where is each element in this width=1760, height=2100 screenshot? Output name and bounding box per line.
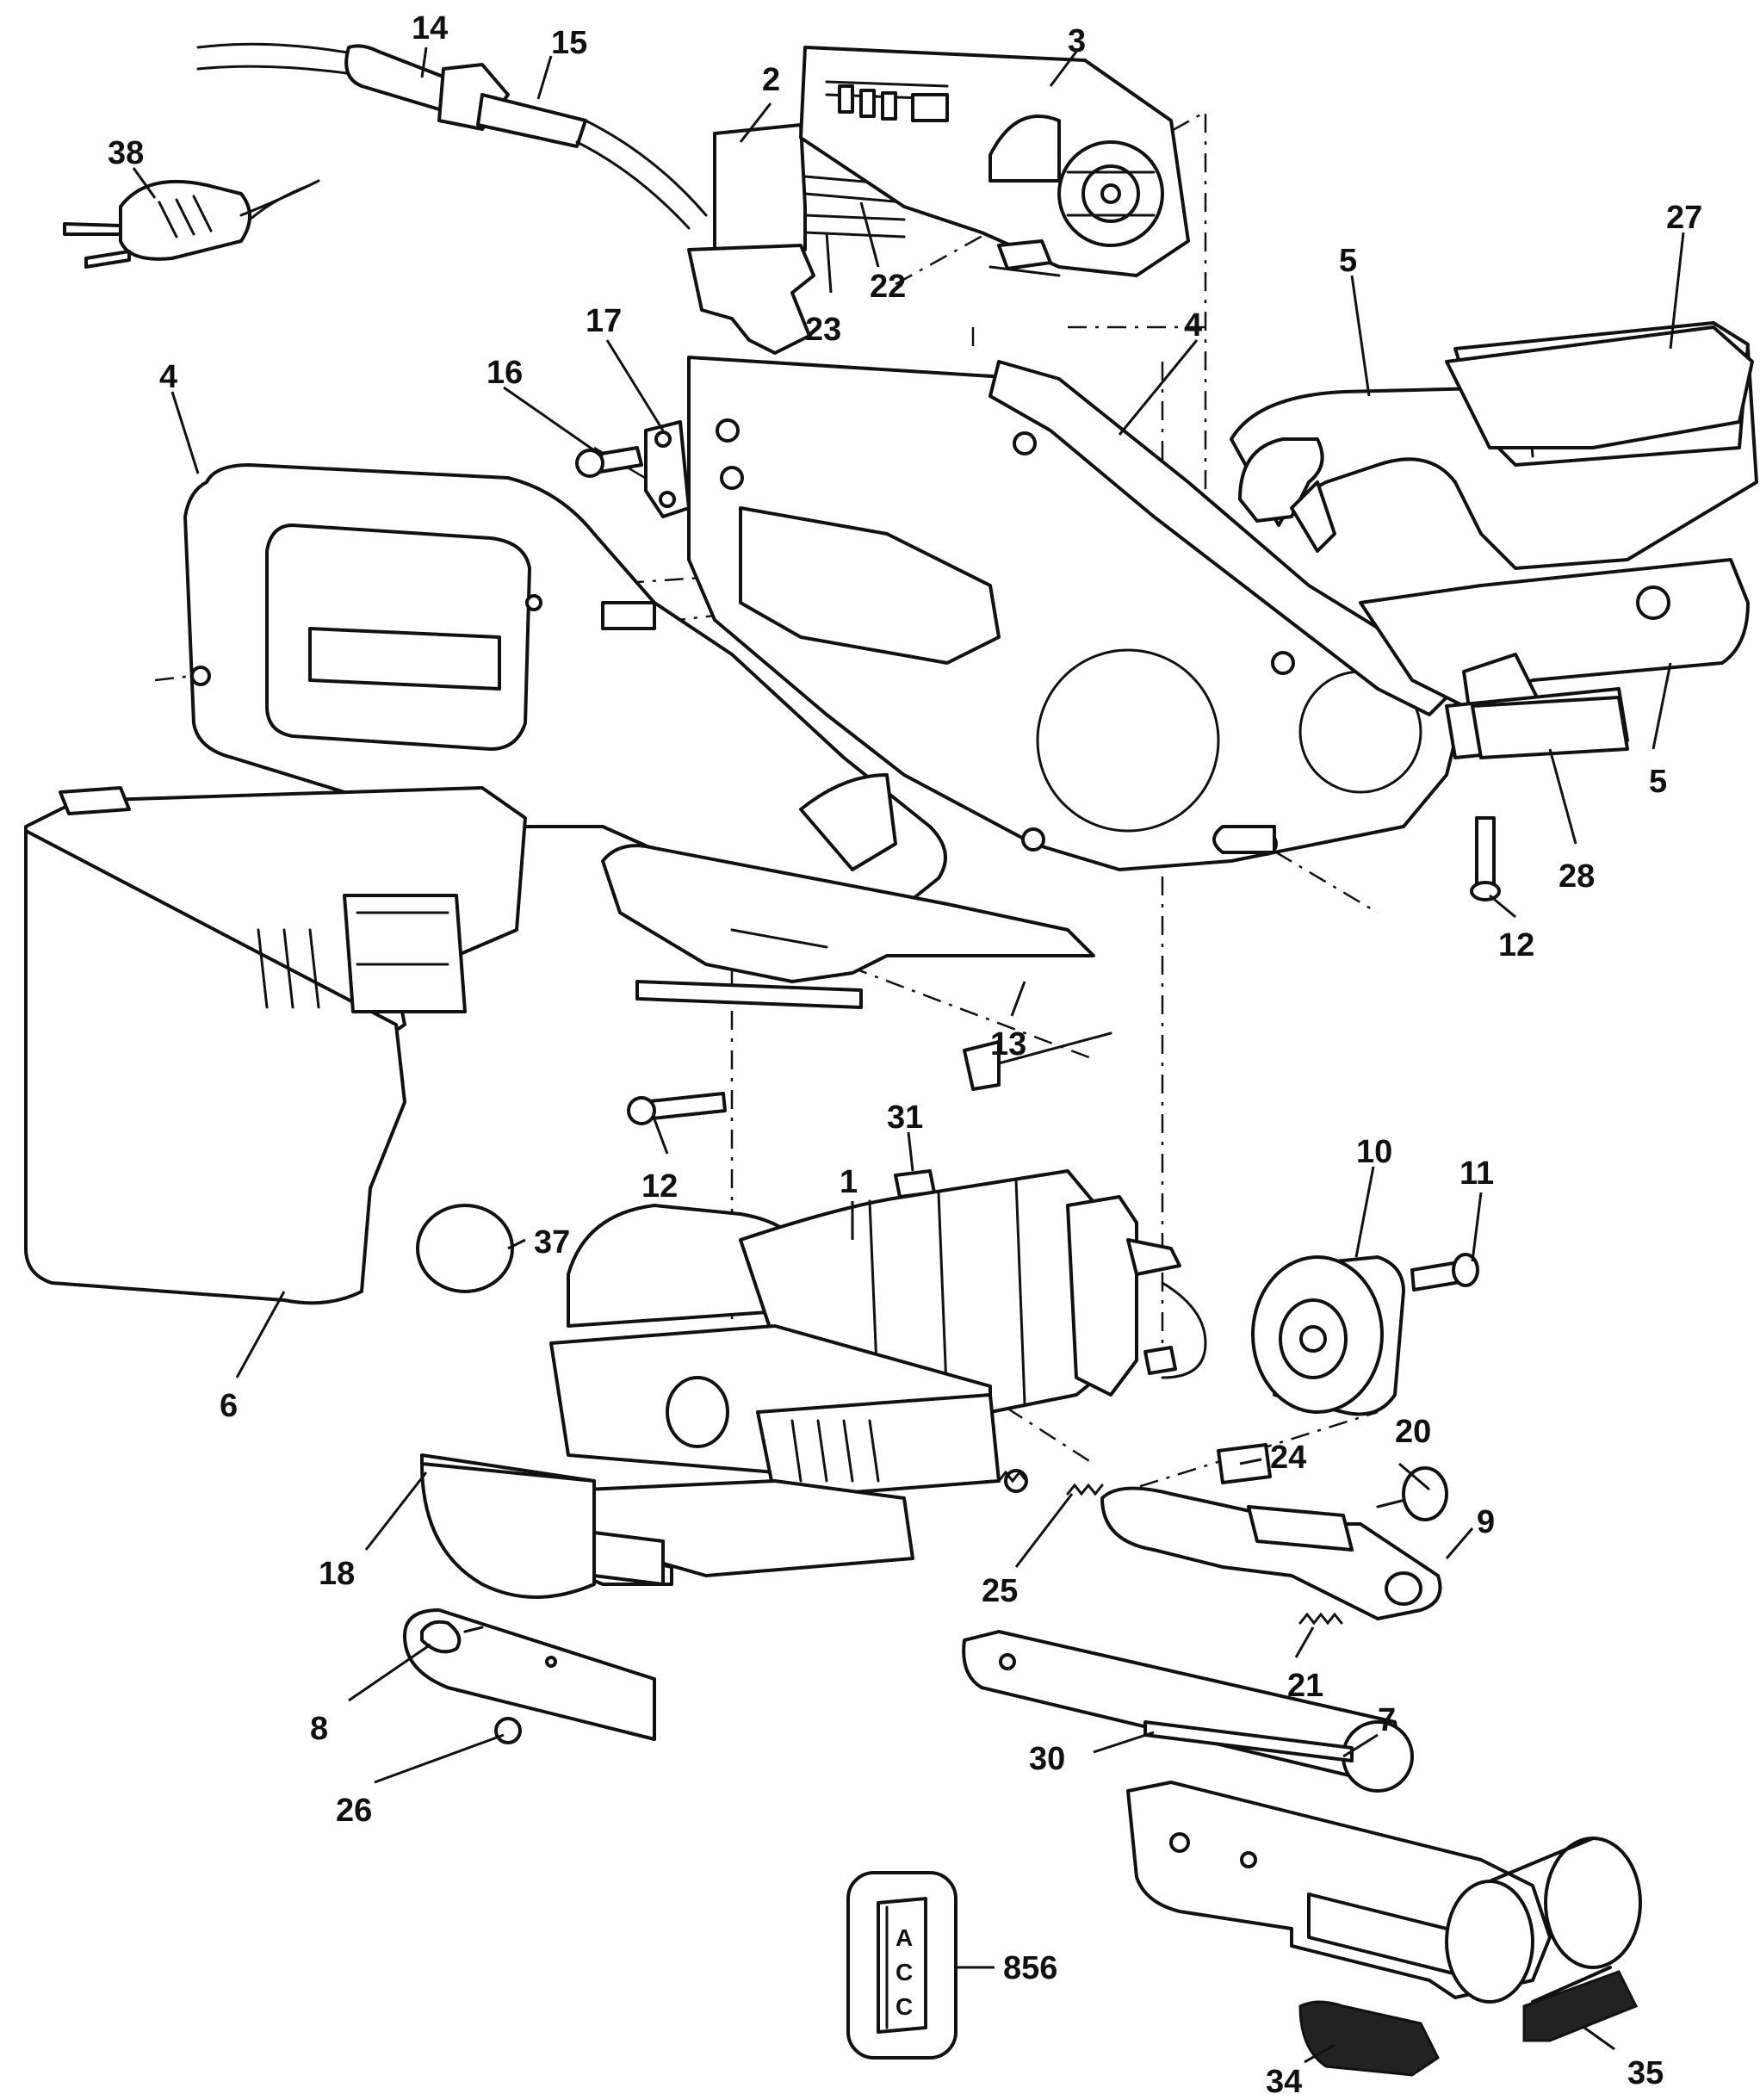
baffle-18 xyxy=(420,1453,673,1599)
callout-23: 23 xyxy=(805,312,841,348)
callout-28: 28 xyxy=(1559,858,1595,895)
screw-11 xyxy=(1410,1253,1479,1292)
drive-pulley xyxy=(1251,1255,1405,1416)
bracket-17 xyxy=(644,420,691,518)
callout-17: 17 xyxy=(586,303,622,339)
accessory-box-icon: A C C xyxy=(846,1871,957,2060)
platen-pad-30 xyxy=(1143,1720,1354,1762)
callout-21: 21 xyxy=(1287,1668,1323,1704)
housing-half-inner xyxy=(687,356,1466,871)
callout-10: 10 xyxy=(1356,1134,1392,1170)
callout-labels: 14 15 3 2 38 22 23 4 4 5 27 16 17 5 28 1… xyxy=(108,10,1702,2100)
callout-9: 9 xyxy=(1477,1504,1495,1540)
callout-22: 22 xyxy=(870,269,906,305)
terminals xyxy=(988,239,1061,277)
screw-12-left xyxy=(627,1092,727,1125)
callout-15: 15 xyxy=(551,25,587,61)
callout-3: 3 xyxy=(1068,23,1086,59)
callout-6: 6 xyxy=(220,1388,238,1424)
pad-34 xyxy=(1298,2000,1440,2077)
callout-4-left: 4 xyxy=(159,359,177,395)
callout-30: 30 xyxy=(1029,1741,1065,1777)
belt-cover xyxy=(1445,325,1754,449)
acc-letter-c1: C xyxy=(895,1959,913,1985)
callout-34: 34 xyxy=(1266,2064,1302,2100)
callout-5-top: 5 xyxy=(1339,243,1357,279)
round-label xyxy=(416,1204,514,1293)
callout-2: 2 xyxy=(762,62,780,98)
tension-knob xyxy=(1376,1466,1448,1521)
trigger-switch xyxy=(687,123,906,355)
motor-assembly xyxy=(549,1031,1207,1577)
screw-16 xyxy=(575,446,643,478)
lower-cover xyxy=(601,844,1095,1009)
callout-18: 18 xyxy=(319,1556,355,1592)
bottom-plate-28 xyxy=(1471,696,1629,759)
callout-1: 1 xyxy=(840,1164,858,1200)
screw-12-right xyxy=(1470,816,1501,901)
callout-4-center: 4 xyxy=(1184,307,1202,344)
callout-8: 8 xyxy=(310,1711,328,1747)
callout-5-right: 5 xyxy=(1649,764,1667,800)
pad-35 xyxy=(1522,1970,1639,2042)
dust-bag xyxy=(24,786,527,1305)
leader-lines xyxy=(132,46,1685,2064)
sanding-frame xyxy=(1126,1781,1642,2004)
tensioner-arm xyxy=(1100,1486,1442,1620)
callout-35: 35 xyxy=(1627,2055,1664,2091)
callout-12-left: 12 xyxy=(641,1168,678,1205)
acc-letter-c2: C xyxy=(895,1993,913,2020)
speed-control-board xyxy=(799,46,1190,277)
callout-26: 26 xyxy=(336,1793,372,1829)
callout-12-right: 12 xyxy=(1498,927,1534,963)
spring-21 xyxy=(1298,1612,1343,1626)
callout-25: 25 xyxy=(982,1573,1018,1609)
callout-14: 14 xyxy=(412,10,448,46)
callout-20: 20 xyxy=(1395,1414,1431,1450)
housing-half-outer xyxy=(183,463,947,923)
callout-37: 37 xyxy=(534,1224,570,1261)
callout-7: 7 xyxy=(1378,1702,1396,1738)
callout-38: 38 xyxy=(108,135,144,171)
callout-856: 856 xyxy=(1003,1950,1057,1986)
power-plug xyxy=(63,179,320,269)
callout-11: 11 xyxy=(1459,1155,1494,1192)
platen-bracket xyxy=(403,1608,656,1744)
callout-24: 24 xyxy=(1270,1440,1306,1476)
callout-16: 16 xyxy=(486,355,523,391)
callout-13: 13 xyxy=(990,1026,1026,1062)
spring-motor xyxy=(997,1470,1028,1484)
acc-letter-a: A xyxy=(895,1924,913,1951)
callout-27: 27 xyxy=(1666,200,1702,236)
spring-25 xyxy=(1066,1483,1104,1496)
callout-31: 31 xyxy=(887,1100,923,1136)
